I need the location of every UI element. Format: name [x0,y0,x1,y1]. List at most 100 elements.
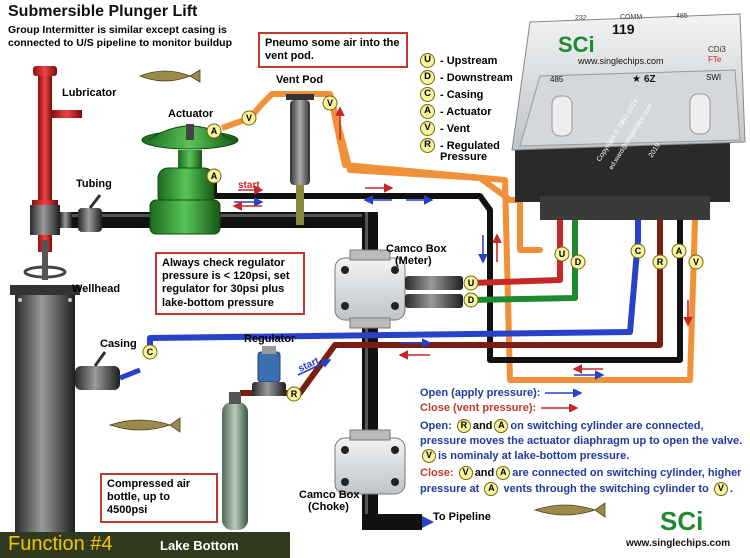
svg-text:R: R [657,257,664,267]
device-top-mid: COMM [620,14,642,21]
device-variant-star: ★ [632,74,641,85]
footer-brand-logo: SCi [660,506,703,536]
svg-text:C: C [147,347,154,357]
start-label-top: start [238,180,260,191]
explain-open-apply: Open (apply pressure): [420,387,584,399]
badge-upstream-device: U [554,246,570,262]
device-variant: 6Z [644,74,656,85]
badge-regulated-regulator: R [286,386,302,402]
compressed-air-bottle [222,392,248,530]
explain-close-vent: Close (vent pressure): [420,402,579,414]
badge-actuator-side: A [206,168,222,184]
legend-badge-c: C [420,87,435,102]
to-pipeline-pipe [362,514,422,530]
legend-label-v: - Vent [440,122,470,135]
legend-label-d: - Downstream [440,71,513,84]
label-camco-choke-2: (Choke) [308,501,349,513]
device-port-right: SWI [706,73,721,82]
badge-downstream-meter: D [463,292,479,308]
legend-row-upstream: U - Upstream [420,53,497,68]
downstream-line [469,190,578,303]
casing-valve [75,366,120,390]
tubing-valve [78,208,102,232]
badge-vent-device: V [688,254,704,270]
label-camco-choke-1: Camco Box [299,489,360,501]
device-url: www.singlechips.com [577,56,664,66]
flow-arrows [232,106,693,380]
camco-box-meter [334,249,463,329]
svg-text:V: V [327,98,333,108]
label-to-pipeline: To Pipeline [433,511,491,523]
explain-open-line2: pressure moves the actuator diaphragm up… [420,435,743,447]
label-tubing: Tubing [76,178,112,190]
svg-text:V: V [693,257,699,267]
legend-label-u: - Upstream [440,54,498,67]
label-camco-meter-1: Camco Box [386,243,447,255]
badge-vent-pod: V [322,95,338,111]
label-camco-meter-2: (Meter) [395,255,432,267]
badge-casing-wellhead: C [142,344,158,360]
badge-upstream-meter: U [463,275,479,291]
actuator-valve [141,124,239,235]
explain-close-line2: pressure at A vents through the switchin… [420,482,733,496]
label-lubricator: Lubricator [62,87,117,99]
svg-text:D: D [468,295,475,305]
badge-actuator-device: A [671,243,687,259]
legend-badge-d: D [420,70,435,85]
svg-text:U: U [468,278,475,288]
badge-regulated-device: R [652,254,668,270]
legend-row-regulated: R - Regulated [420,138,500,153]
vent-pod [286,94,314,225]
casing-line [147,205,641,352]
line-badges: A A V V U D U D C R A V C R [142,95,704,402]
page-title: Submersible Plunger Lift [8,3,198,20]
svg-text:D: D [575,257,582,267]
subtitle-line-2: connected to U/S pipeline to monitor bui… [8,37,232,49]
footer-function-title: Function #4 [8,533,113,555]
legend-badge-u: U [420,53,435,68]
regulator [252,346,286,396]
controller-device: 232 COMM 485 119 SCi CDi3 FTe www.single… [511,13,746,220]
footer-bar [0,532,290,558]
device-product-sub: FTe [708,55,722,64]
legend-label-r: - Regulated [440,139,500,152]
legend-label-a: - Actuator [440,105,492,118]
legend-row-vent: V - Vent [420,121,470,136]
legend-row-casing: C- Casing [420,87,483,102]
fish-decoration [108,69,606,518]
badge-casing-device: C [630,243,646,259]
wellhead-casing-body [15,290,75,532]
legend-regulated-cont: Pressure [440,151,488,163]
device-brand: SCi [558,32,595,57]
device-model-number: 119 [612,21,635,37]
note-regulator-check: Always check regulator pressure is < 120… [155,252,305,315]
label-casing: Casing [100,338,137,350]
legend-row-actuator: A- Actuator [420,104,492,119]
device-product: CDi3 [708,45,726,54]
note-pneumo: Pneumo some air into the vent pod. [258,32,408,69]
badge-vent-left: V [241,110,257,126]
badge-downstream-device: D [570,254,586,270]
footer-url: www.singlechips.com [625,538,730,549]
note-bottle: Compressed air bottle, up to 4500psi [100,473,218,523]
device-top-right: 485 [676,13,688,20]
device-top-left: 232 [575,15,587,22]
label-wellhead: Wellhead [72,283,121,295]
svg-text:A: A [211,171,218,181]
svg-text:A: A [211,126,218,136]
badge-actuator-top: A [206,123,222,139]
svg-text:C: C [635,246,642,256]
device-port-left: 485 [550,75,564,84]
svg-text:A: A [676,246,683,256]
legend-badge-v: V [420,121,435,136]
svg-text:R: R [291,389,298,399]
label-vent-pod: Vent Pod [276,74,324,86]
wellhead-assembly [10,66,141,532]
label-regulator: Regulator [244,333,296,345]
svg-text:U: U [559,249,566,259]
subtitle-line-1: Group Intermitter is similar except casi… [8,24,227,36]
legend-badge-r: R [420,138,435,153]
